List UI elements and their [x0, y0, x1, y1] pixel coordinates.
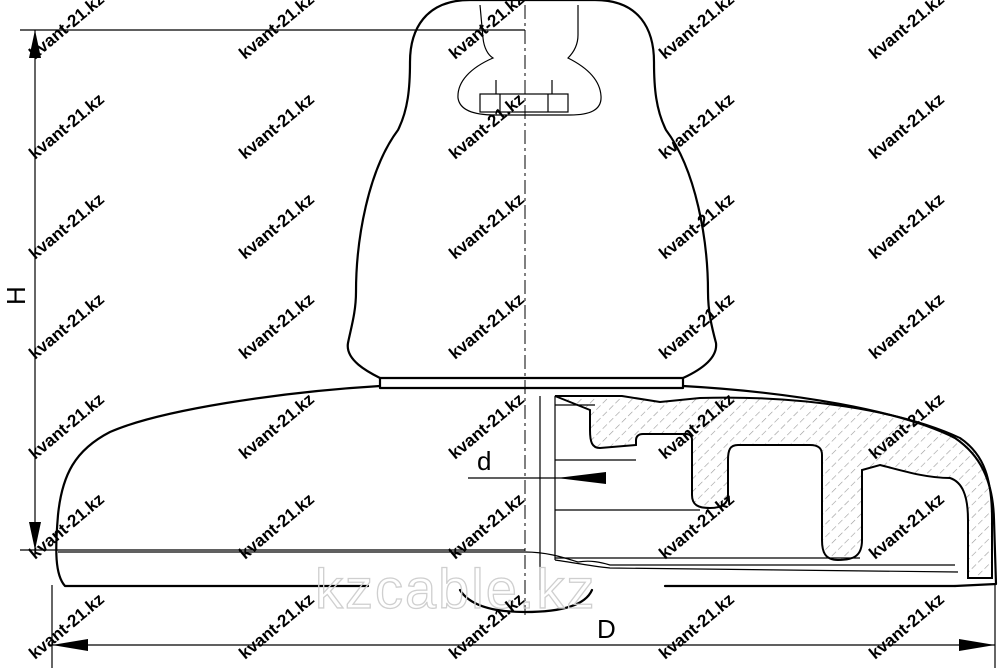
watermark-text: kvant-21.kz — [655, 290, 737, 363]
large-watermark: kzcable.kz — [315, 557, 596, 620]
watermark-text: kvant-21.kz — [235, 190, 317, 263]
watermark-text: kvant-21.kz — [25, 590, 107, 663]
watermark-text: kvant-21.kz — [235, 290, 317, 363]
diameter-label: D — [597, 614, 616, 644]
watermark-text: kvant-21.kz — [235, 0, 317, 63]
pin-label: d — [477, 446, 491, 476]
watermark-text: kvant-21.kz — [25, 190, 107, 263]
watermark-text: kvant-21.kz — [235, 90, 317, 163]
watermark-text: kvant-21.kz — [445, 190, 527, 263]
watermark-text: kvant-21.kz — [445, 90, 527, 163]
watermark-text: kvant-21.kz — [865, 490, 947, 563]
watermark-text: kvant-21.kz — [865, 0, 947, 63]
watermark-text: kvant-21.kz — [865, 590, 947, 663]
watermark-text: kvant-21.kz — [655, 590, 737, 663]
insulator-shed — [55, 384, 998, 614]
watermark-text: kvant-21.kz — [25, 290, 107, 363]
watermark-text: kvant-21.kz — [865, 90, 947, 163]
watermark-text: kvant-21.kz — [655, 0, 737, 63]
dimension-lines — [20, 29, 996, 668]
watermark-text: kvant-21.kz — [445, 0, 527, 63]
watermark-text: kvant-21.kz — [865, 190, 947, 263]
height-label: H — [1, 286, 31, 305]
watermark-text: kvant-21.kz — [25, 0, 107, 63]
porcelain-section — [554, 395, 993, 579]
watermark-text: kvant-21.kz — [235, 590, 317, 663]
watermark-text: kvant-21.kz — [655, 90, 737, 163]
insulator-cap — [346, 0, 718, 390]
watermark-text: kvant-21.kz — [865, 290, 947, 363]
watermark-text: kvant-21.kz — [25, 90, 107, 163]
watermark-text: kvant-21.kz — [445, 290, 527, 363]
watermark-text: kvant-21.kz — [25, 390, 107, 463]
